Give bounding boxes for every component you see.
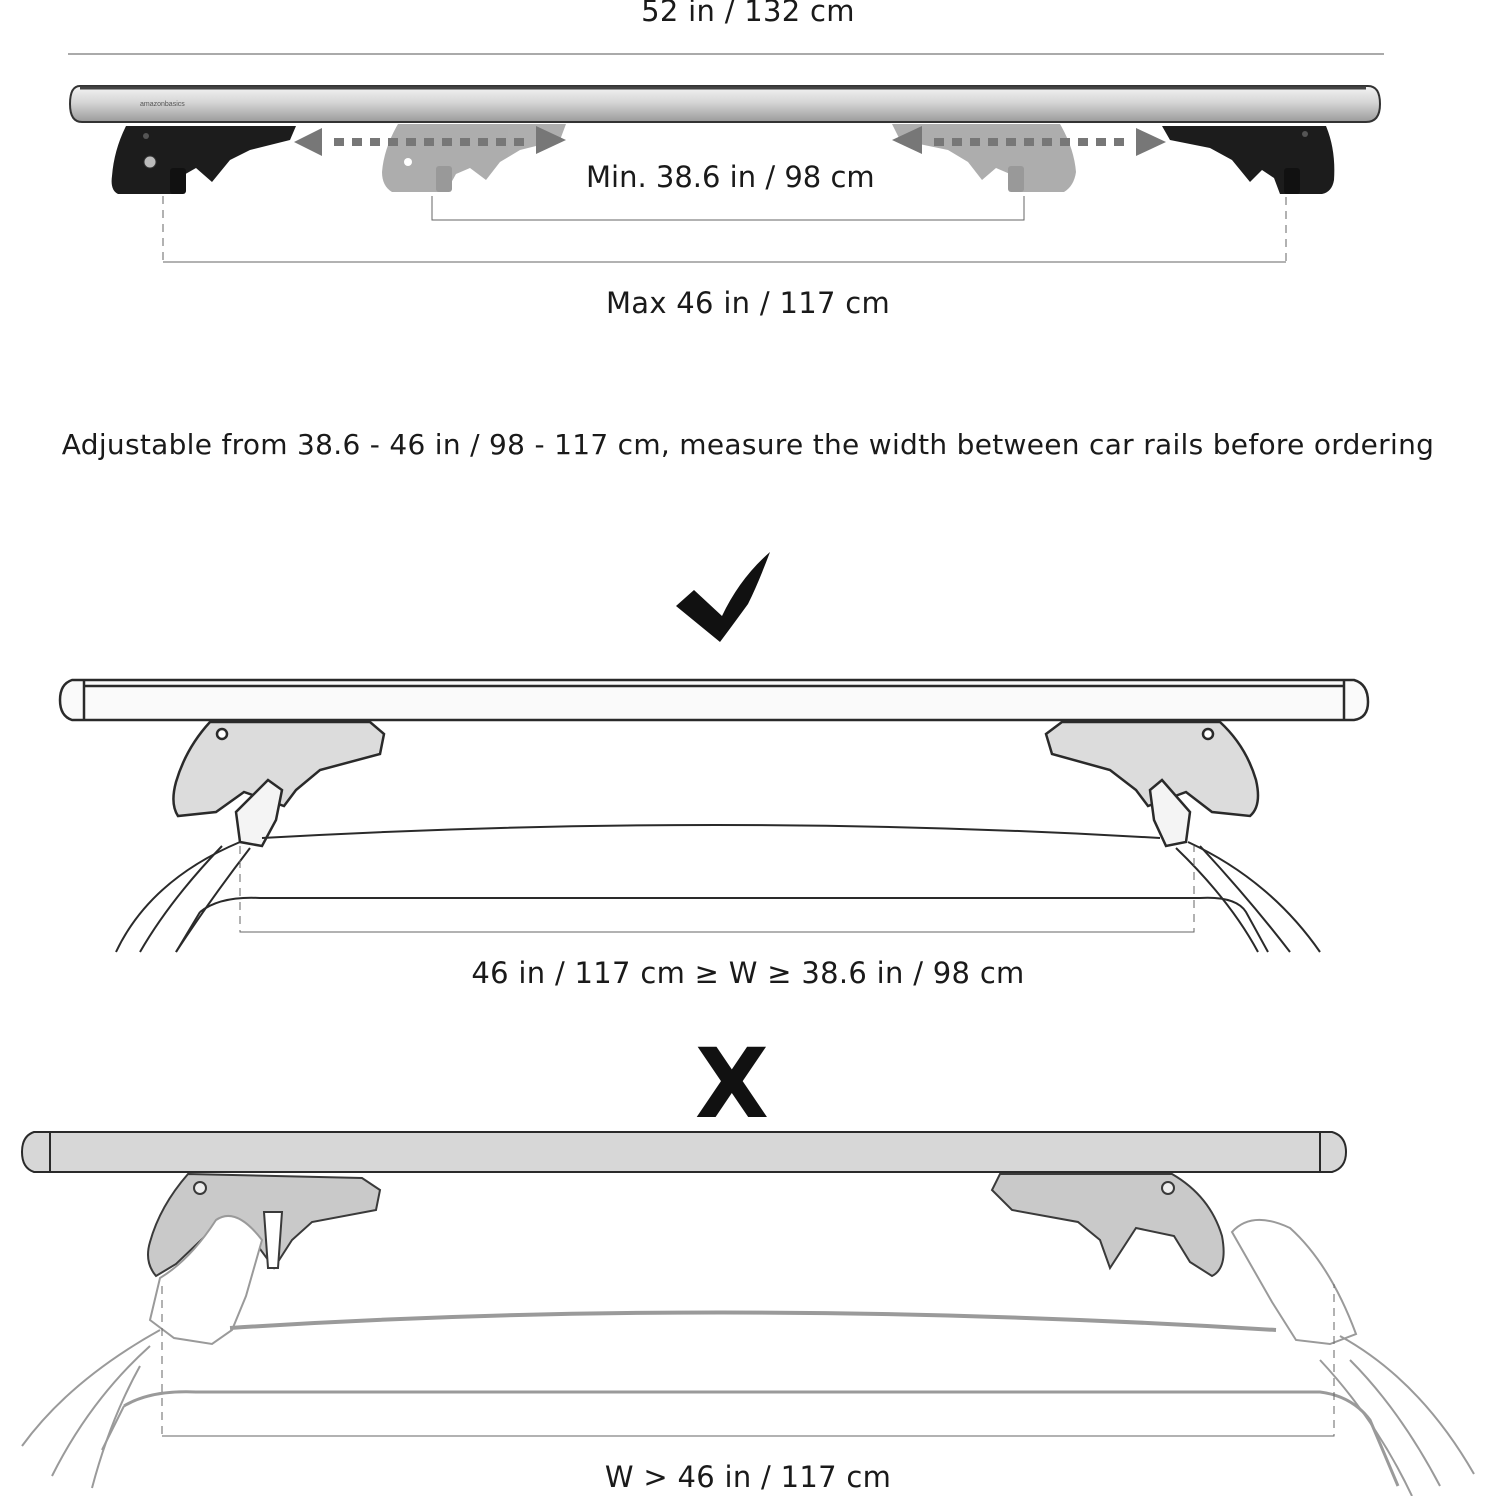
correct-condition-label: 46 in / 117 cm ≥ W ≥ 38.6 in / 98 cm — [471, 956, 1025, 990]
foot-left-black — [111, 126, 296, 194]
min-dimension-bracket — [431, 196, 1025, 221]
instruction-text: Adjustable from 38.6 - 46 in / 98 - 117 … — [61, 428, 1435, 461]
foot-right-correct — [1044, 720, 1260, 848]
adjust-arrow-right — [892, 126, 1166, 156]
min-distance-label: Min. 38.6 in / 98 cm — [586, 160, 875, 194]
overall-length-label: 52 in / 132 cm — [641, 0, 855, 28]
brand-logo: amazonbasics — [140, 101, 185, 108]
top-crossbar-diagram: amazonbasics — [68, 53, 1384, 263]
x-mark-icon: X — [694, 1028, 770, 1140]
check-icon — [676, 552, 770, 642]
max-dimension-bracket — [162, 196, 1287, 263]
incorrect-condition-label: W > 46 in / 117 cm — [604, 1460, 892, 1494]
foot-left-incorrect — [147, 1172, 382, 1278]
adjust-arrow-left — [294, 126, 566, 156]
foot-right-black — [1162, 126, 1335, 194]
car-roof-incorrect — [21, 1215, 1475, 1496]
foot-right-incorrect — [990, 1173, 1225, 1278]
car-roof-correct — [115, 824, 1321, 953]
max-distance-label: Max 46 in / 117 cm — [605, 286, 891, 320]
crossbar-silver — [68, 85, 1382, 123]
width-bracket-incorrect — [161, 1284, 1335, 1437]
foot-left-correct — [172, 720, 386, 848]
crossbar-outline-incorrect — [20, 1131, 1348, 1173]
crossbar-outline-correct — [58, 678, 1370, 722]
